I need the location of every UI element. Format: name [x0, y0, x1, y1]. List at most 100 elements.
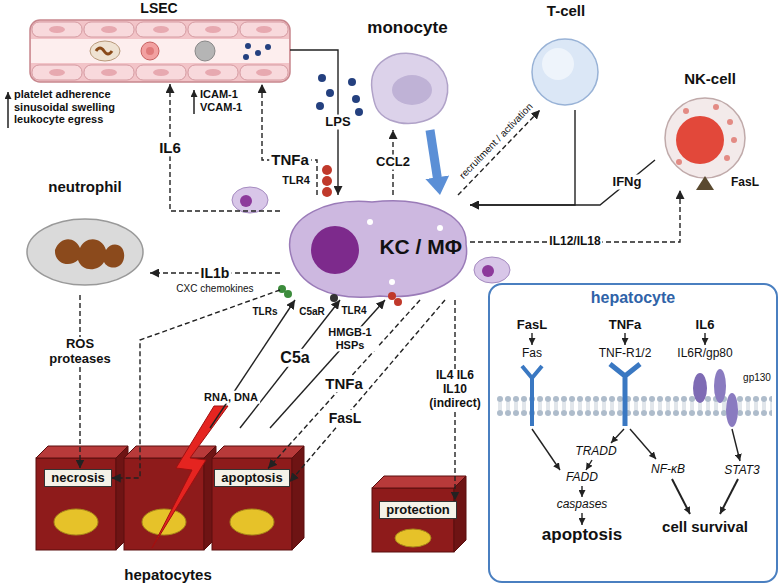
- node-title: NK-cell: [684, 70, 736, 87]
- label-holder: TLR4: [282, 174, 310, 187]
- label-holder: TLR4: [342, 305, 367, 317]
- membrane-signaling-illustration: [720, 479, 738, 514]
- lsec-vessel: [101, 69, 117, 76]
- label-holder: FasL: [327, 410, 364, 426]
- label-holder: FADD: [566, 471, 598, 485]
- signal-arrow: [470, 160, 655, 205]
- kupffer-cell-illustration: [482, 265, 494, 277]
- hepatocyte-illustration: [212, 458, 292, 550]
- nk-cell-illustration: [724, 155, 730, 161]
- signal-label: C5a: [278, 349, 311, 367]
- label-holder: TLRs: [253, 306, 278, 318]
- label-holder: RNA, DNA: [202, 391, 260, 404]
- membrane-signaling-illustration: [630, 429, 656, 459]
- kupffer-cell-illustration: [474, 257, 510, 283]
- lsec-vessel: [188, 65, 238, 80]
- receptor-name: IL6R/gp80: [677, 347, 732, 361]
- recruitment-arrow: [430, 130, 440, 195]
- membrane-signaling-illustration: [693, 373, 707, 403]
- label-holder: FasL: [517, 318, 547, 333]
- kupffer-cell-illustration: [232, 165, 510, 306]
- status-box: necrosis: [44, 469, 111, 488]
- signal-arrow: [170, 84, 280, 211]
- nk-cell-illustration: [665, 98, 745, 178]
- t-cell-illustration: [532, 39, 598, 105]
- kupffer-cell-illustration: [232, 187, 268, 213]
- lsec-vessel: [31, 39, 289, 63]
- signal-arrow: [262, 84, 317, 195]
- membrane-signaling-illustration: [726, 393, 738, 427]
- lsec-vessel: [153, 26, 169, 33]
- kupffer-cell-illustration: [388, 292, 396, 300]
- monocyte-illustration: [372, 53, 448, 123]
- nk-cell-illustration: [727, 119, 733, 125]
- nk-cell-illustration: [731, 137, 737, 143]
- lsec-vessel: [240, 22, 288, 37]
- signal-label: recruitment / activation: [456, 99, 537, 182]
- hepatocyte-group: hepatocytesnecrosisapoptosis: [28, 428, 308, 586]
- nk-cell-illustration: [676, 116, 724, 164]
- kupffer-cell-illustration: [389, 279, 395, 285]
- signal-label: LPS: [323, 115, 352, 130]
- lsec-vessel: [188, 22, 238, 37]
- lps-particles: [348, 78, 356, 86]
- lsec-vessel: [49, 69, 65, 76]
- label-holder: IL6: [157, 139, 183, 156]
- label-holder: TNF-R1/2: [599, 347, 652, 361]
- lsec-vessel: [32, 65, 82, 80]
- lsec-vessel: [255, 50, 261, 56]
- chemokine-name: CXC chemokines: [176, 283, 253, 295]
- signal-arrow: [79, 295, 80, 469]
- label-holder: IFNg: [611, 175, 644, 190]
- pathway-outcome: apoptosis: [542, 525, 622, 545]
- adhesion-molecules: ICAM-1 VCAM-1: [200, 88, 252, 113]
- label-holder: IL12/IL18: [547, 235, 602, 249]
- t-cell-illustration: [532, 39, 598, 105]
- lsec-vessel: [146, 47, 154, 55]
- receptor-name: Fas: [522, 347, 542, 361]
- lps-particles: [326, 89, 334, 97]
- label-holder: ICAM-1 VCAM-1: [200, 88, 252, 113]
- lsec-vessel: [243, 54, 249, 60]
- label-holder: TNFa: [323, 375, 365, 392]
- hepatocyte-illustration: [36, 406, 466, 552]
- label-holder: STAT3: [724, 464, 760, 478]
- lsec-vessel: [30, 20, 290, 82]
- kupffer-cell-illustration: [311, 226, 359, 274]
- membrane-signaling-illustration: [672, 479, 690, 514]
- lsec-vessel: [90, 41, 120, 61]
- label-holder: apoptosis: [542, 525, 622, 545]
- lsec-vessel: [205, 69, 221, 76]
- lsec-vessel: [256, 69, 272, 76]
- lps-particles: [316, 102, 324, 110]
- signal-arrow: [458, 110, 540, 195]
- monocyte-illustration: [392, 75, 432, 105]
- label-holder: TRADD: [575, 445, 616, 459]
- signal-arrow: [112, 290, 280, 478]
- monocyte-illustration: [372, 53, 448, 123]
- lsec-vessel: [195, 41, 215, 61]
- receptor-name: TLR4: [282, 174, 310, 187]
- increase-arrow: [7, 92, 9, 128]
- hepatocyte-illustration: [230, 509, 274, 535]
- status-box: protection: [379, 501, 457, 520]
- lsec-vessel: [256, 26, 272, 33]
- hepatocyte-illustration: [54, 509, 98, 535]
- label-holder: IL6: [696, 318, 715, 333]
- lsec-vessel: [205, 26, 221, 33]
- kupffer-cell-illustration: [240, 195, 252, 207]
- label-holder: FasL: [731, 176, 759, 190]
- node-title: apoptosis: [221, 471, 282, 486]
- signal-arrow: [270, 300, 385, 428]
- kupffer-cell-illustration: [322, 187, 332, 197]
- signal-label: TNFa: [269, 151, 311, 168]
- signal-arrow: [268, 300, 420, 469]
- membrane-signaling-illustration: [732, 429, 740, 461]
- signal-arrow: [290, 300, 445, 482]
- lsec-vessel: [84, 65, 134, 80]
- kupffer-cell-illustration: [330, 294, 338, 302]
- receptor-name: TNF-R1/2: [599, 347, 652, 361]
- receptor-name: TLRs: [253, 306, 278, 318]
- signal-label: ROS proteases: [47, 337, 112, 367]
- lsec-vessel: [32, 22, 82, 37]
